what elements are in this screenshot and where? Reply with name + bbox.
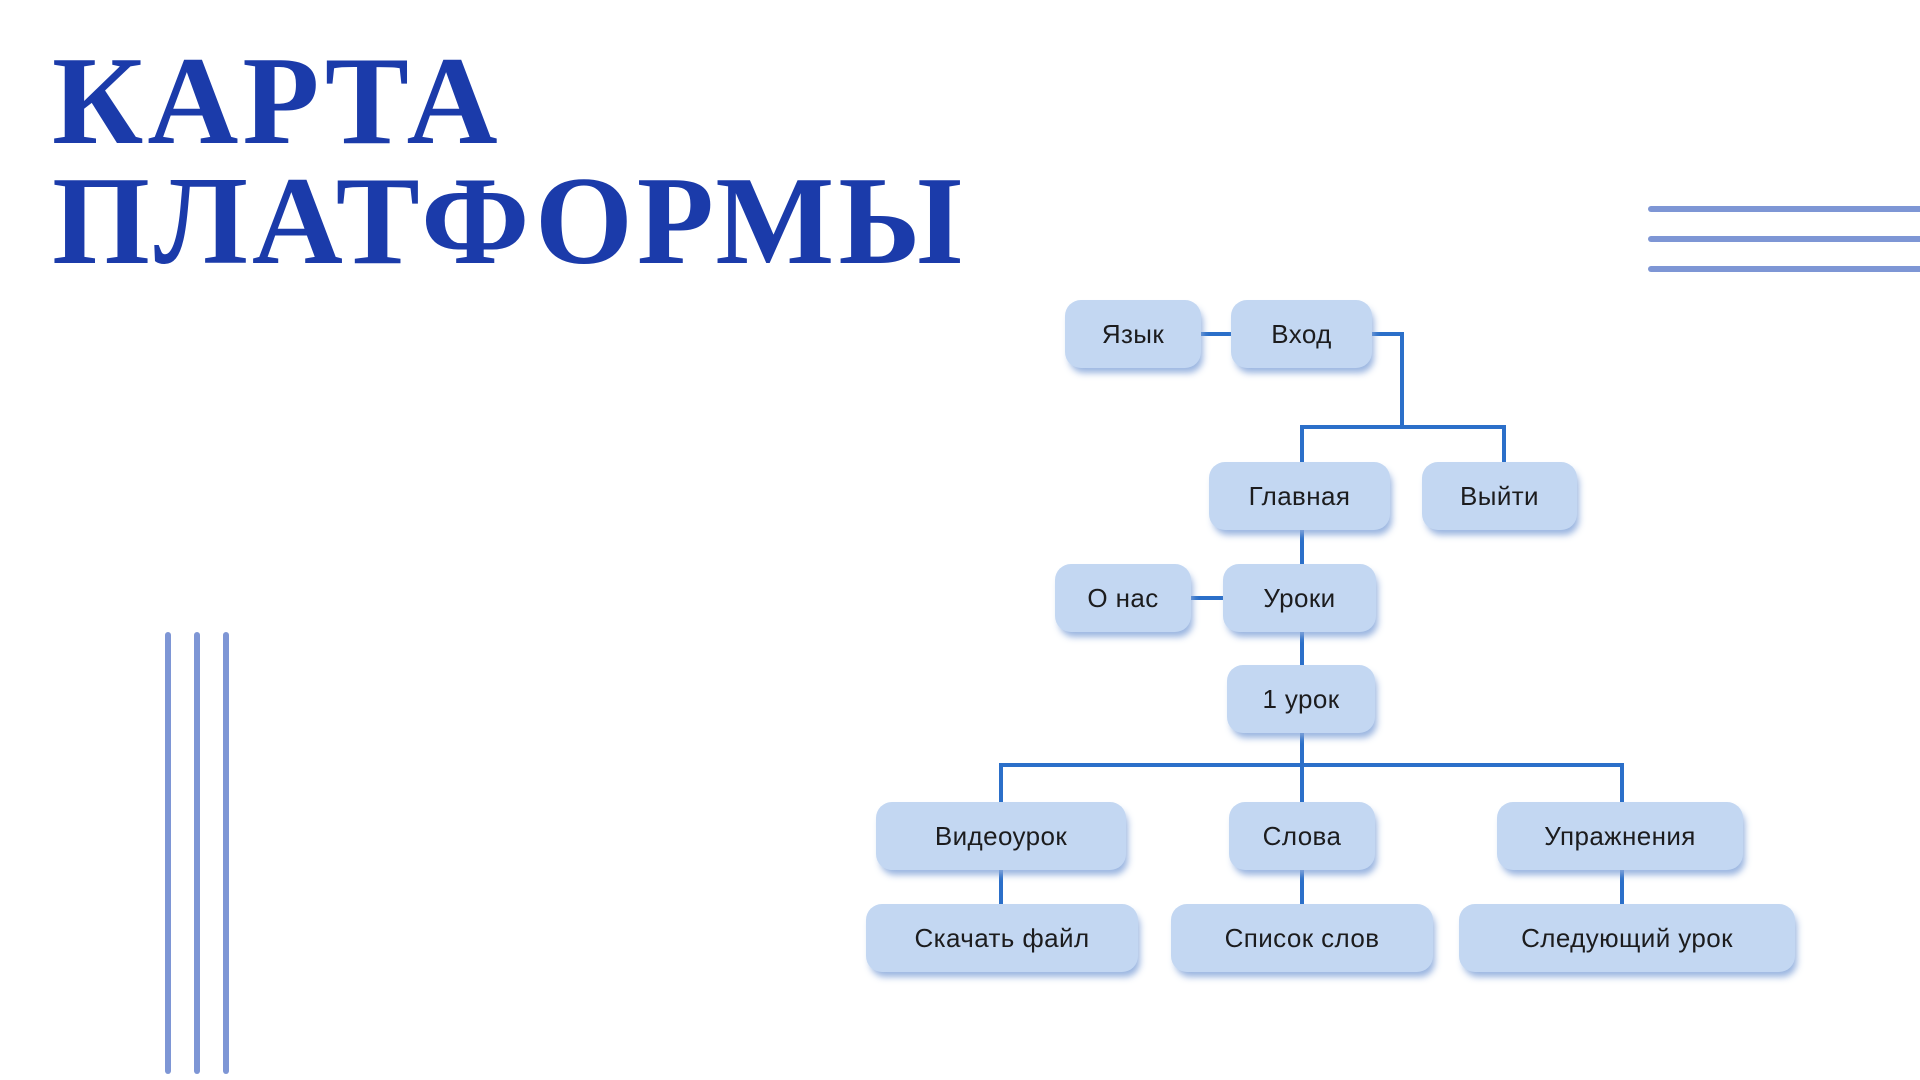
connector-drop-vyiti bbox=[1502, 425, 1506, 467]
node-vhod: Вход bbox=[1231, 300, 1372, 368]
vertical-line bbox=[165, 632, 171, 1074]
horizontal-line bbox=[1648, 236, 1920, 242]
node-uprazhneniya: Упражнения bbox=[1497, 802, 1743, 870]
connector-urok1-tbar bbox=[999, 763, 1624, 767]
horizontal-line bbox=[1648, 206, 1920, 212]
connector-urok1-down bbox=[1300, 731, 1304, 806]
connector-yazyk-vhod bbox=[1201, 332, 1231, 336]
connector-uprazhneniya-sled bbox=[1620, 868, 1624, 908]
connector-glavnaya-uroki bbox=[1300, 528, 1304, 568]
connector-drop-uprazhneniya bbox=[1620, 763, 1624, 806]
connector-onas-uroki bbox=[1191, 596, 1223, 600]
node-yazyk: Язык bbox=[1065, 300, 1201, 368]
connector-drop-glavnaya bbox=[1300, 425, 1304, 467]
connector-drop-videourok bbox=[999, 763, 1003, 806]
connector-uroki-urok1 bbox=[1300, 631, 1304, 669]
node-videourok: Видеоурок bbox=[876, 802, 1126, 870]
node-uroki: Уроки bbox=[1223, 564, 1376, 632]
vertical-line bbox=[223, 632, 229, 1074]
page-title-line-2: ПЛАТФОРМЫ bbox=[52, 152, 967, 291]
node-glavnaya: Главная bbox=[1209, 462, 1390, 530]
node-slova: Слова bbox=[1229, 802, 1375, 870]
connector-videourok-skachat bbox=[999, 868, 1003, 908]
horizontal-line bbox=[1648, 266, 1920, 272]
connector-vhod-tbar bbox=[1300, 425, 1506, 429]
connector-vhod-elbow-h bbox=[1372, 332, 1404, 336]
page-title: КАРТА ПЛАТФОРМЫ bbox=[52, 32, 967, 291]
connector-vhod-elbow-v bbox=[1400, 332, 1404, 429]
node-vyiti: Выйти bbox=[1422, 462, 1577, 530]
vertical-line bbox=[194, 632, 200, 1074]
node-spisok-slov: Список слов bbox=[1171, 904, 1433, 972]
node-onas: О нас bbox=[1055, 564, 1191, 632]
connector-slova-spisok bbox=[1300, 868, 1304, 908]
node-sleduyushchiy-urok: Следующий урок bbox=[1459, 904, 1795, 972]
node-urok1: 1 урок bbox=[1227, 665, 1375, 733]
page-title-line-1: КАРТА bbox=[52, 32, 502, 171]
node-skachat-fail: Скачать файл bbox=[866, 904, 1138, 972]
